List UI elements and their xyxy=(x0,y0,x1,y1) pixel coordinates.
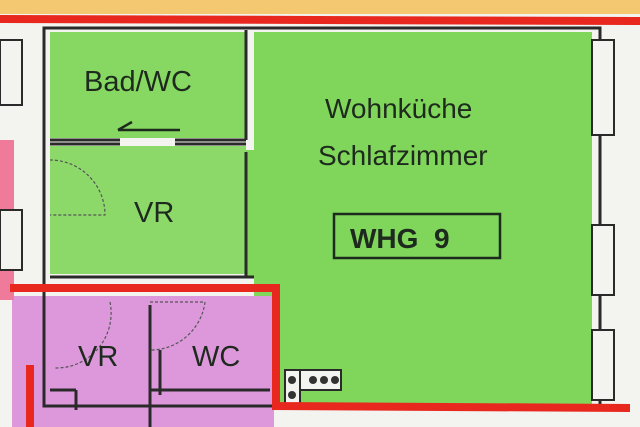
upper-unit-area xyxy=(0,0,640,14)
door-swing xyxy=(49,159,106,216)
door-swing xyxy=(149,301,206,351)
windows xyxy=(0,39,615,401)
bath-label: Bad/WC xyxy=(84,66,192,98)
lower-wc-label: WC xyxy=(192,341,240,373)
hall-room-area xyxy=(50,146,246,274)
main-room-area xyxy=(254,32,592,404)
lower-hall-label: VR xyxy=(78,341,118,373)
opening xyxy=(246,150,256,276)
stove-icon xyxy=(284,369,342,405)
hall-label: VR xyxy=(134,197,174,229)
main-room-label-2: Schlafzimmer xyxy=(318,140,488,171)
main-room-label-1: Wohnküche xyxy=(325,93,472,124)
unit-label: WHG 9 xyxy=(350,223,450,254)
bath-room-area xyxy=(50,32,246,138)
door-swing xyxy=(54,301,112,369)
unit-label-box xyxy=(332,212,502,260)
arrow-left-icon xyxy=(117,120,180,132)
unit-boundary xyxy=(0,15,640,427)
